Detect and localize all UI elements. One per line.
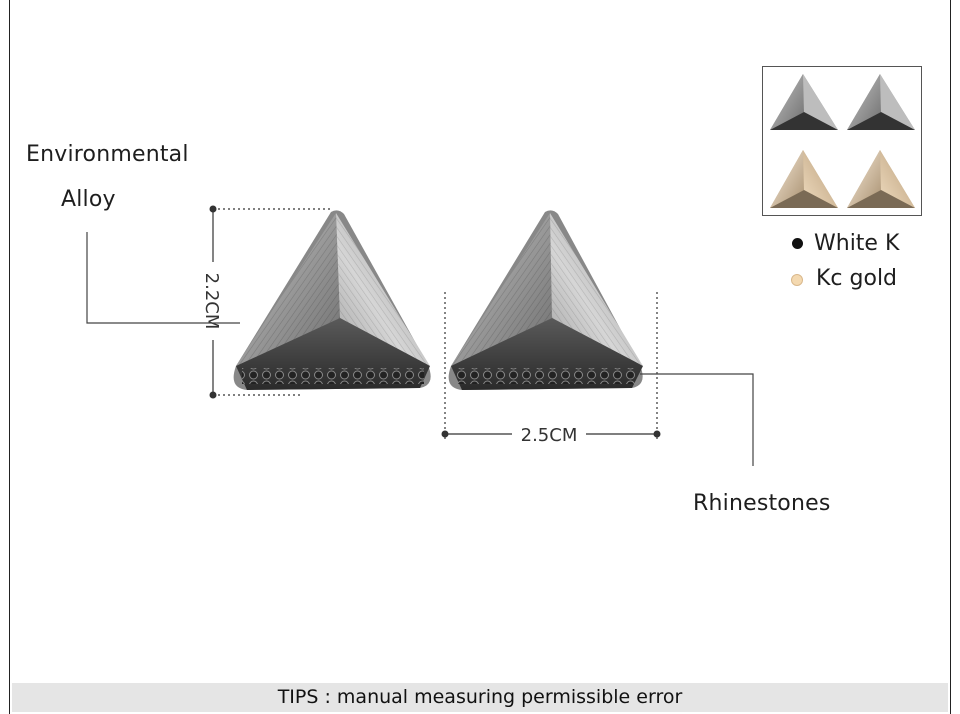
tips-text: TIPS : manual measuring permissible erro… [277, 686, 683, 708]
rhinestones-leader-line [640, 373, 754, 466]
material-label-line1: Environmental [26, 142, 189, 167]
legend-white-k: White K [814, 231, 900, 256]
frame-left-border [9, 0, 10, 714]
thumb-silver-2 [847, 74, 915, 130]
thumb-gold-1 [770, 150, 838, 208]
height-dimension [209, 205, 333, 399]
width-dimension [441, 292, 661, 440]
variant-thumbnails [770, 74, 915, 208]
rhinestone-row-right [457, 368, 637, 384]
rhinestone-row-left [242, 368, 424, 384]
earring-right [448, 210, 643, 390]
kc-gold-swatch [791, 274, 803, 286]
white-k-swatch [792, 238, 803, 249]
frame-right-border [950, 0, 951, 714]
material-label-line2: Alloy [61, 187, 116, 212]
thumb-gold-2 [847, 150, 915, 208]
variant-thumbnail-box [762, 66, 922, 216]
height-label: 2.2CM [201, 273, 222, 330]
earring-left [233, 210, 431, 390]
legend-kc-gold: Kc gold [816, 266, 898, 291]
thumb-silver-1 [770, 74, 838, 130]
width-label: 2.5CM [521, 425, 578, 446]
rhinestones-label: Rhinestones [693, 491, 831, 516]
tips-bar: TIPS : manual measuring permissible erro… [12, 683, 948, 712]
alloy-leader-line [86, 232, 240, 324]
